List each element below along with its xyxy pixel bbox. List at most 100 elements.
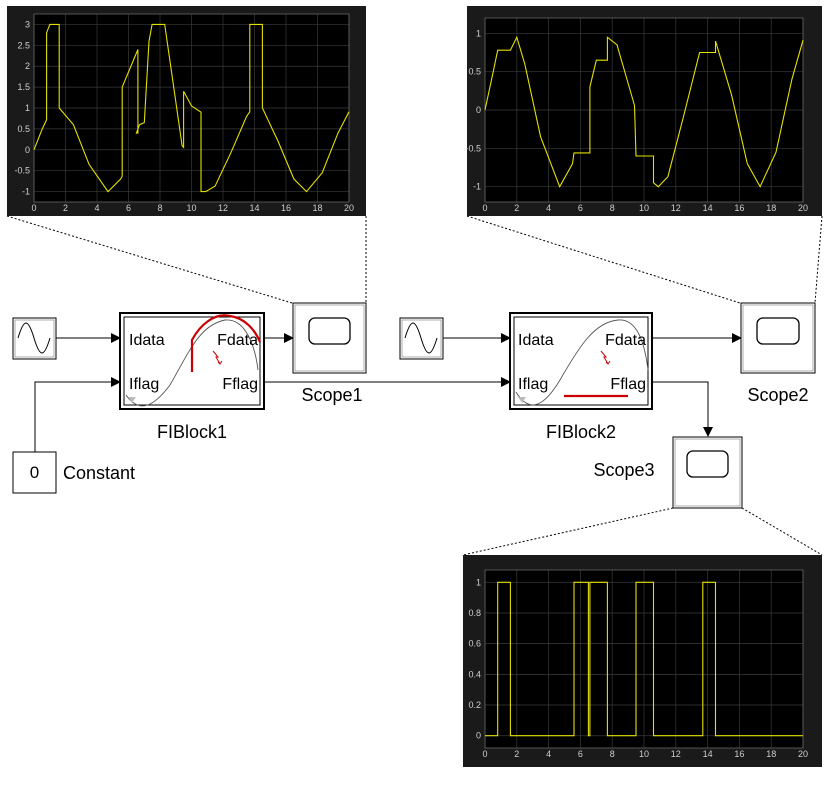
x-tick-label: 6 xyxy=(578,749,583,759)
fiblock2-port-out1: Fdata xyxy=(605,332,646,349)
fiblock1-label: FIBlock1 xyxy=(157,422,227,442)
fiblock2-lightning-icon xyxy=(600,350,611,365)
x-tick-label: 0 xyxy=(482,203,487,213)
x-tick-label: 6 xyxy=(578,203,583,213)
series-line-0 xyxy=(484,35,804,188)
scope1-callout-left xyxy=(6,215,293,304)
constant-label: Constant xyxy=(63,463,135,483)
y-tick-label: 2 xyxy=(25,61,30,71)
fiblock2[interactable]: Idata Iflag Fdata Fflag xyxy=(509,312,653,410)
y-tick-label: 2.5 xyxy=(17,40,30,50)
y-tick-label: 0.8 xyxy=(468,608,481,618)
scope2-block[interactable] xyxy=(740,302,816,374)
scope3-callout-right xyxy=(741,507,823,556)
fiblock1-port-in1: Idata xyxy=(129,332,165,349)
y-tick-label: 1.5 xyxy=(17,82,30,92)
x-tick-label: 20 xyxy=(798,203,808,213)
fiblock2-sine-icon xyxy=(515,319,649,406)
x-tick-label: 8 xyxy=(610,749,615,759)
fiblock1-port-in2: Iflag xyxy=(129,376,159,393)
scope2-callout-right xyxy=(814,215,823,304)
x-tick-label: 14 xyxy=(249,203,259,213)
x-tick-label: 16 xyxy=(734,749,744,759)
scope-screen-icon xyxy=(756,317,800,345)
x-tick-label: 12 xyxy=(671,749,681,759)
scope1-block[interactable] xyxy=(292,302,367,374)
x-tick-label: 2 xyxy=(514,203,519,213)
scope3-block[interactable] xyxy=(672,436,743,509)
x-tick-label: 2 xyxy=(514,749,519,759)
plot-border xyxy=(484,569,804,749)
fiblock2-port-in2: Iflag xyxy=(518,376,548,393)
constant-value: 0 xyxy=(30,463,39,482)
x-tick-label: 20 xyxy=(344,203,354,213)
y-tick-label: 0 xyxy=(476,105,481,115)
callout-lines xyxy=(6,215,823,556)
x-tick-label: 8 xyxy=(610,203,615,213)
scope2-plot: 0 2 4 6 8 10 12 14 16 18 20 -1 -0.5 0 0.5 1 xyxy=(465,17,808,213)
x-tick-label: 4 xyxy=(94,203,99,213)
y-tick-label: 0 xyxy=(476,731,481,741)
y-tick-label: 1 xyxy=(25,103,30,113)
scope2-label: Scope2 xyxy=(747,385,808,405)
y-tick-label: 0.5 xyxy=(468,67,481,77)
x-tick-label: 0 xyxy=(31,203,36,213)
series-line-0 xyxy=(485,581,803,737)
x-tick-label: 4 xyxy=(546,749,551,759)
x-tick-label: 18 xyxy=(312,203,322,213)
y-tick-label: 3 xyxy=(25,19,30,29)
fiblock1-lightning-icon xyxy=(212,350,223,365)
fiblock1-port-out2: Fflag xyxy=(222,376,258,393)
x-tick-label: 10 xyxy=(186,203,196,213)
x-tick-label: 18 xyxy=(766,203,776,213)
line-fiblock2-to-scope3 xyxy=(652,381,713,437)
fiblock1-fault-curve-icon xyxy=(190,314,262,372)
fiblock2-arrow-icon xyxy=(518,397,526,403)
x-tick-label: 16 xyxy=(281,203,291,213)
scope3-callout-left xyxy=(462,507,674,556)
y-tick-label: -0.5 xyxy=(14,166,30,176)
sine-wave-block-1[interactable] xyxy=(12,317,57,360)
fiblock1[interactable]: Idata Iflag Fdata Fflag xyxy=(119,312,265,410)
sine-wave-block-2[interactable] xyxy=(399,317,444,360)
y-tick-label: 1 xyxy=(476,28,481,38)
x-tick-label: 12 xyxy=(671,203,681,213)
x-tick-label: 14 xyxy=(703,203,713,213)
y-tick-label: -1 xyxy=(22,187,30,197)
fiblock1-port-out1: Fdata xyxy=(217,332,258,349)
fiblock2-port-out2: Fflag xyxy=(610,376,646,393)
scope2-callout-left xyxy=(466,215,741,304)
sine-wave-icon xyxy=(17,322,51,354)
x-tick-label: 2 xyxy=(63,203,68,213)
scope3-label: Scope3 xyxy=(593,460,654,480)
y-tick-label: 0.6 xyxy=(468,639,481,649)
x-tick-label: 4 xyxy=(546,203,551,213)
x-tick-label: 0 xyxy=(482,749,487,759)
scope-screen-icon xyxy=(686,450,729,478)
series-line-0 xyxy=(33,23,350,193)
y-tick-label: -1 xyxy=(473,182,481,192)
y-tick-label: 0.4 xyxy=(468,669,481,679)
constant-block[interactable]: 0 xyxy=(12,451,57,494)
y-tick-label: 0 xyxy=(25,145,30,155)
y-tick-label: 0.5 xyxy=(17,124,30,134)
plot-border xyxy=(33,13,350,203)
y-tick-label: -0.5 xyxy=(465,143,481,153)
fiblock1-sine-icon xyxy=(125,319,259,407)
sine-wave-icon xyxy=(404,322,438,354)
scope-screen-icon xyxy=(308,317,351,345)
x-tick-label: 10 xyxy=(639,203,649,213)
x-tick-label: 12 xyxy=(218,203,228,213)
line-constant-to-fiblock1 xyxy=(34,377,121,452)
x-tick-label: 20 xyxy=(798,749,808,759)
x-tick-label: 10 xyxy=(639,749,649,759)
x-tick-label: 8 xyxy=(157,203,162,213)
x-tick-label: 16 xyxy=(734,203,744,213)
scope2-window: 0 2 4 6 8 10 12 14 16 18 20 -1 -0.5 0 0.5 1 xyxy=(465,6,822,216)
y-tick-label: 0.2 xyxy=(468,700,481,710)
